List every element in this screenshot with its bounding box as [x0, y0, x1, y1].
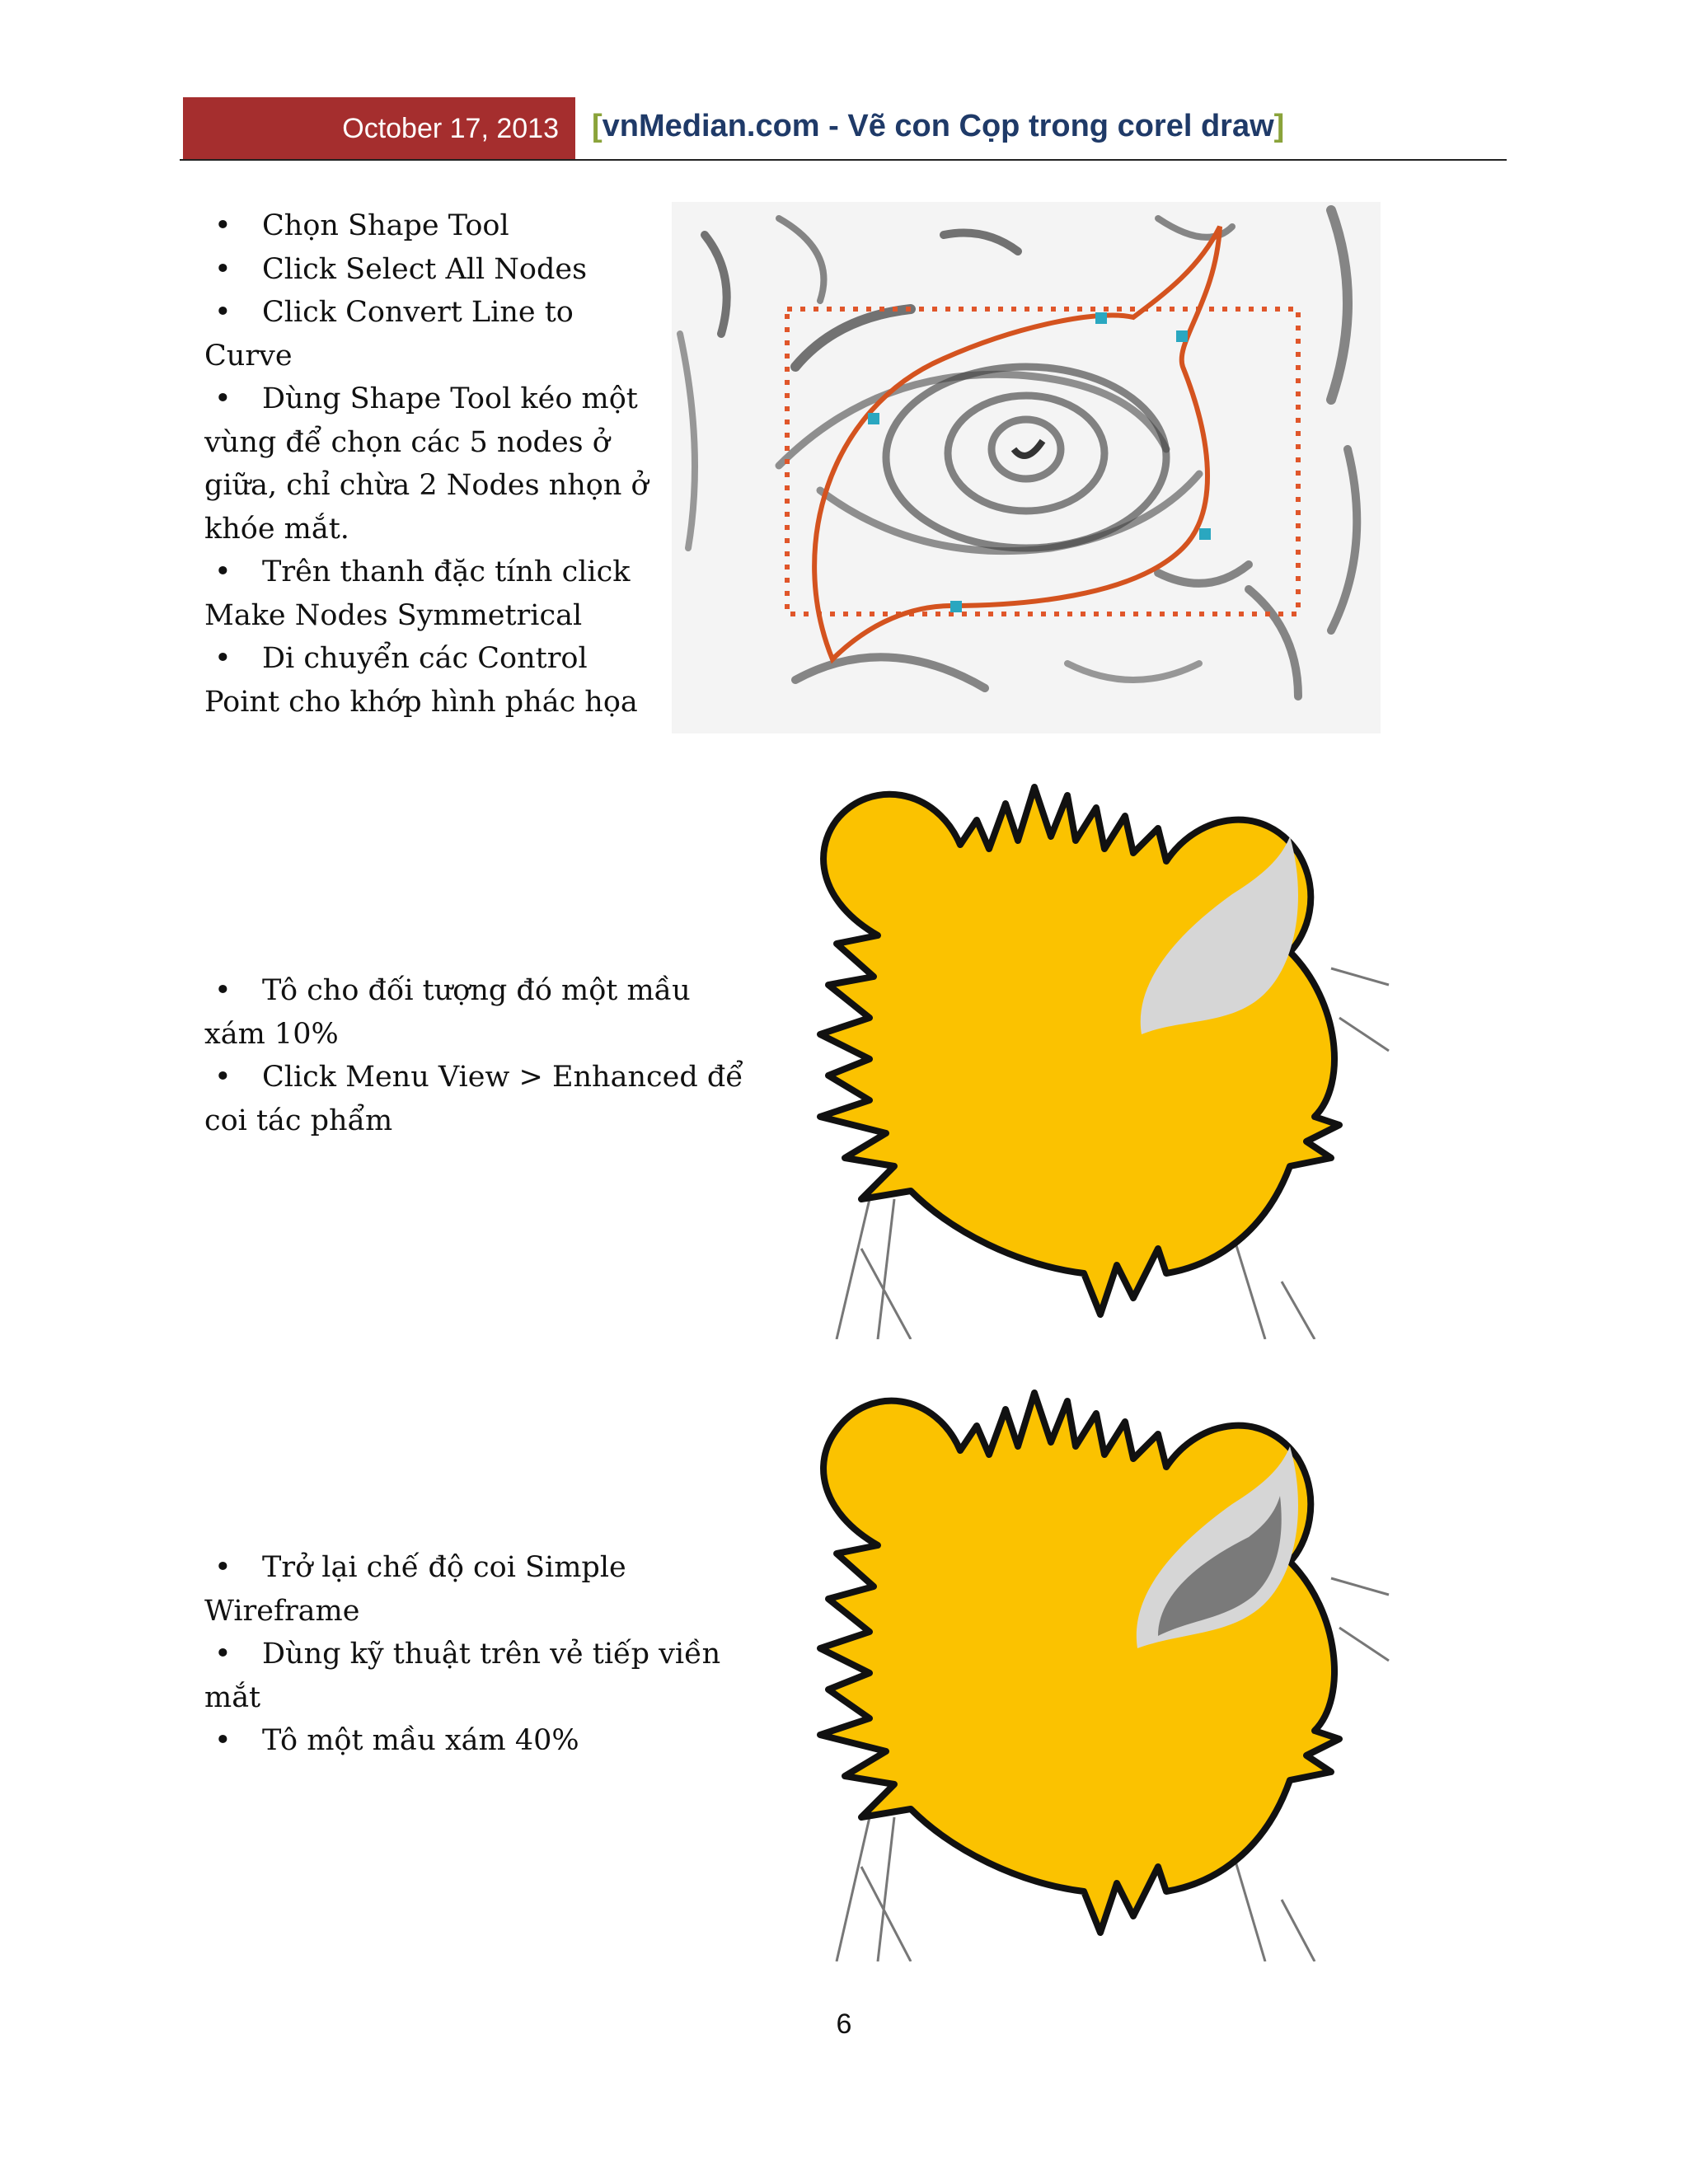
- steps-list-3: Trở lại chế độ coi Simple Wireframe Dùng…: [204, 1546, 732, 1763]
- eye-sketch-figure: [672, 202, 1381, 733]
- list-item: Click Convert Line to Curve: [204, 291, 649, 377]
- list-item: Tô cho đối tượng đó một mầu xám 10%: [204, 969, 748, 1056]
- list-item: Chọn Shape Tool: [204, 204, 649, 248]
- tiger-head-gray10-figure: [817, 784, 1390, 1339]
- page-number: 6: [836, 2008, 852, 2040]
- header-rule: [180, 159, 1507, 161]
- header-date: October 17, 2013: [183, 97, 575, 160]
- list-item: Di chuyển các Control Point cho khớp hìn…: [204, 637, 649, 724]
- header-title: [vnMedian.com - Vẽ con Cọp trong corel d…: [592, 109, 1284, 150]
- list-item: Trên thanh đặc tính click Make Nodes Sym…: [204, 551, 649, 637]
- steps-list-1: Chọn Shape Tool Click Select All Nodes C…: [204, 204, 649, 724]
- tiger-head-gray40-figure: [817, 1390, 1390, 1961]
- bracket-open: [: [592, 109, 603, 143]
- list-item: Click Select All Nodes: [204, 248, 649, 292]
- list-item: Click Menu View > Enhanced để coi tác ph…: [204, 1056, 748, 1142]
- list-item: Dùng Shape Tool kéo một vùng để chọn các…: [204, 377, 649, 551]
- list-item: Trở lại chế độ coi Simple Wireframe: [204, 1546, 732, 1633]
- list-item: Dùng kỹ thuật trên vẻ tiếp viền mắt: [204, 1633, 732, 1719]
- steps-list-2: Tô cho đối tượng đó một mầu xám 10% Clic…: [204, 969, 748, 1142]
- list-item: Tô một mầu xám 40%: [204, 1719, 732, 1763]
- header-title-text: vnMedian.com - Vẽ con Cọp trong corel dr…: [602, 109, 1274, 143]
- bracket-close: ]: [1273, 109, 1285, 143]
